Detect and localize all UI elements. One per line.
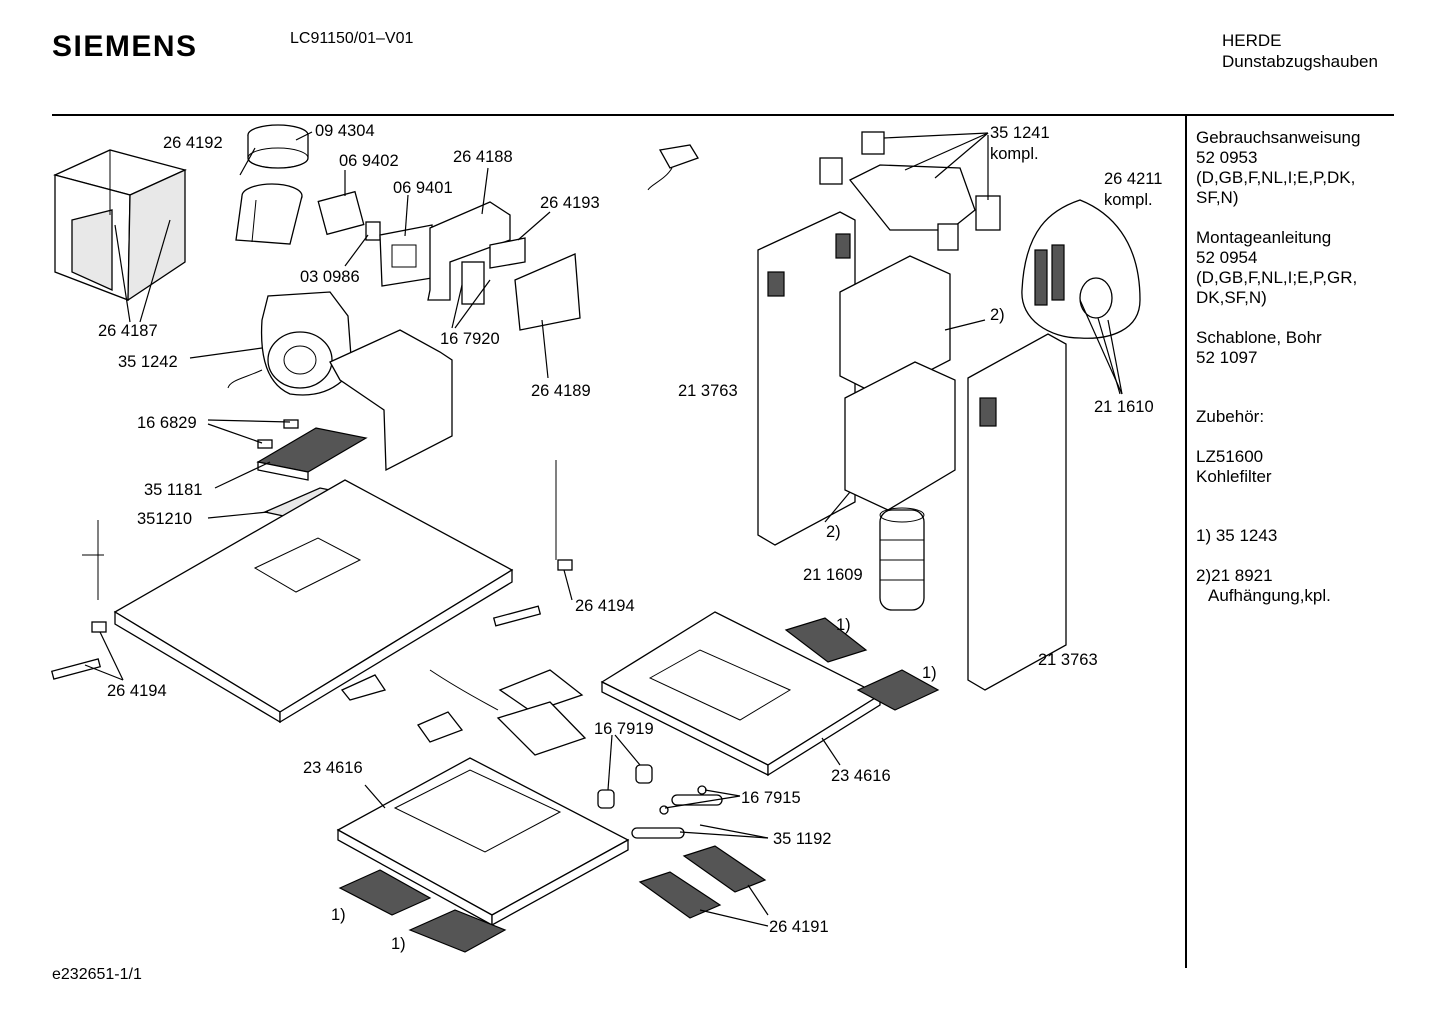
part-label-note1-a: 1) xyxy=(836,616,851,634)
part-label-264189: 26 4189 xyxy=(531,382,591,400)
filter-housing-drawing xyxy=(53,149,187,302)
note-2-line-2: Aufhängung,kpl. xyxy=(1208,586,1331,605)
install-title: Montageanleitung xyxy=(1196,228,1332,247)
manual-languages-1: (D,GB,F,NL,I;E,P,DK, xyxy=(1196,168,1356,187)
install-number: 52 0954 xyxy=(1196,248,1258,267)
duct-flange-drawing xyxy=(235,124,309,245)
brand-logo: SIEMENS xyxy=(52,30,198,63)
part-label-264187: 26 4187 xyxy=(98,322,158,340)
header-divider xyxy=(52,114,1394,116)
electrical-parts-drawing xyxy=(317,190,581,331)
note-1: 1) 35 1243 xyxy=(1196,526,1278,545)
leader-lines xyxy=(84,131,1123,927)
part-label-264188: 26 4188 xyxy=(453,148,513,166)
center-brackets-drawing xyxy=(429,669,587,756)
part-labels: 09 4304 26 4192 06 9402 26 4188 06 9401 … xyxy=(98,122,1162,953)
part-label-264192: 26 4192 xyxy=(163,134,223,152)
category-line-2: Dunstabzugshauben xyxy=(1222,52,1378,71)
part-label-264194-b: 26 4194 xyxy=(107,682,167,700)
left-hood-canopy-drawing xyxy=(50,460,573,743)
part-label-166829: 16 6829 xyxy=(137,414,197,432)
part-label-264211: 26 4211 xyxy=(1104,170,1162,188)
accessory-name: Kohlefilter xyxy=(1196,467,1272,486)
bottom-hood-drawing xyxy=(336,757,767,953)
category-line-1: HERDE xyxy=(1222,31,1282,50)
manual-title: Gebrauchsanweisung xyxy=(1196,128,1361,147)
part-label-264211-sub: kompl. xyxy=(1104,191,1153,209)
chimney-drawing xyxy=(757,131,1067,691)
part-label-351242: 35 1242 xyxy=(118,353,178,371)
part-label-069402: 06 9402 xyxy=(339,152,399,170)
accessories-title: Zubehör: xyxy=(1196,407,1265,426)
middle-hood-drawing xyxy=(600,611,940,777)
note-2-line-1: 2)21 8921 xyxy=(1196,566,1273,585)
part-label-094304: 09 4304 xyxy=(315,122,375,140)
part-label-note1-b: 1) xyxy=(922,664,937,682)
install-languages-2: DK,SF,N) xyxy=(1196,288,1267,307)
part-label-167915: 16 7915 xyxy=(741,789,801,807)
part-label-213763-b: 21 3763 xyxy=(1038,651,1098,669)
manual-languages-2: SF,N) xyxy=(1196,188,1239,207)
sidebar-divider xyxy=(1185,116,1187,968)
part-label-264191: 26 4191 xyxy=(769,918,829,936)
part-label-030986: 03 0986 xyxy=(300,268,360,286)
part-label-351241-sub: kompl. xyxy=(990,145,1039,163)
part-label-167919: 16 7919 xyxy=(594,720,654,738)
part-label-069401: 06 9401 xyxy=(393,179,453,197)
part-label-213763-a: 21 3763 xyxy=(678,382,738,400)
part-label-234616-a: 23 4616 xyxy=(831,767,891,785)
power-plug-drawing xyxy=(647,144,699,191)
manual-number: 52 0953 xyxy=(1196,148,1258,167)
part-label-211610: 21 1610 xyxy=(1094,398,1154,416)
part-label-234616-b: 23 4616 xyxy=(303,759,363,777)
part-label-211609: 21 1609 xyxy=(803,566,863,584)
part-label-351210: 351210 xyxy=(137,510,192,528)
part-label-351241: 35 1241 xyxy=(990,124,1050,142)
part-label-351192: 35 1192 xyxy=(773,830,831,848)
part-label-note1-c: 1) xyxy=(331,906,346,924)
template-title: Schablone, Bohr xyxy=(1196,328,1322,347)
part-label-167920: 16 7920 xyxy=(440,330,500,348)
part-label-351181: 35 1181 xyxy=(144,481,202,499)
halogen-lamps-drawing xyxy=(597,764,723,839)
install-languages-1: (D,GB,F,NL,I;E,P,GR, xyxy=(1196,268,1358,287)
document-id: e232651-1/1 xyxy=(52,966,142,983)
mounting-bag-drawing xyxy=(1021,199,1141,339)
part-label-note2-a: 2) xyxy=(990,306,1005,324)
model-number: LC91150/01–V01 xyxy=(290,30,414,47)
part-label-note1-d: 1) xyxy=(391,935,406,953)
fan-motor-drawing xyxy=(227,291,453,472)
part-label-note2-b: 2) xyxy=(826,523,841,541)
accessory-code: LZ51600 xyxy=(1196,447,1264,466)
part-label-264193: 26 4193 xyxy=(540,194,600,212)
template-number: 52 1097 xyxy=(1196,348,1258,367)
part-label-264194-a: 26 4194 xyxy=(575,597,635,615)
category-block: HERDE Dunstabzugshauben xyxy=(1222,30,1378,72)
